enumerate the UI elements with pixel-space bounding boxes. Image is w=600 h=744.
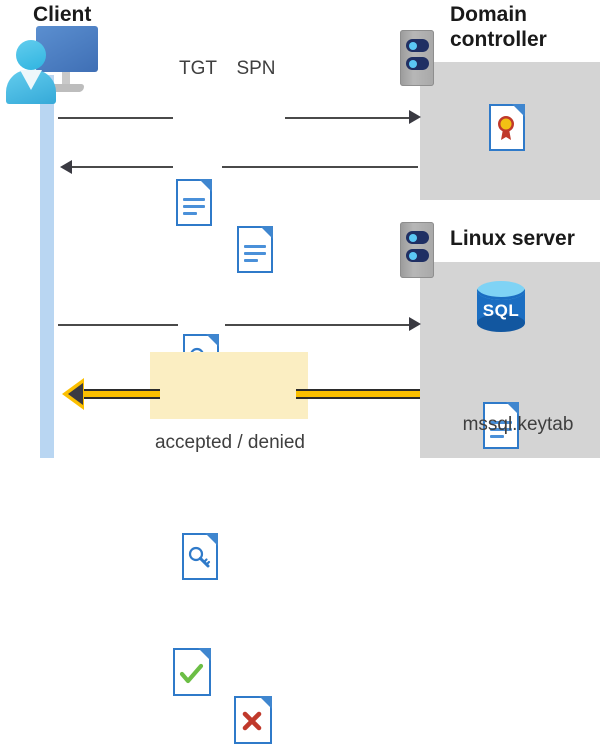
monitor-base	[48, 84, 84, 92]
flow-line-client-to-dc-a	[58, 117, 173, 119]
sql-label: SQL	[482, 301, 520, 320]
sql-database-icon: SQL	[477, 281, 525, 333]
server-rack-icon-dc	[400, 30, 434, 86]
client-title: Client	[33, 3, 92, 26]
server-led-bar	[406, 57, 429, 70]
result-arrowhead-inner	[68, 383, 83, 405]
db-cylinder-bottom	[477, 314, 525, 332]
doc-fold	[506, 402, 519, 415]
result-flow-bar-right	[296, 389, 420, 399]
tgt-label: TGT	[179, 58, 217, 79]
x-glyph	[242, 711, 262, 731]
doc-fold	[260, 226, 273, 239]
flow-line-client-to-linux-b	[225, 324, 413, 326]
certificate-seal	[498, 116, 514, 140]
flow-line-dc-to-client-b	[222, 166, 418, 168]
accepted-document-check-icon	[173, 648, 211, 696]
doc-fold	[198, 648, 211, 661]
spn-document-icon	[237, 226, 273, 273]
tgt-document-icon	[176, 179, 212, 226]
keytab-document-icon	[483, 402, 519, 449]
keytab-label: mssql.keytab	[462, 414, 574, 435]
linux-server-title: Linux server	[450, 227, 575, 250]
user-head	[16, 40, 46, 70]
certificate-document-icon	[489, 104, 525, 151]
check-glyph	[179, 663, 204, 684]
doc-fold	[206, 334, 219, 347]
arrowhead-left-client-ticket	[60, 160, 72, 174]
arrowhead-right-linux	[409, 317, 421, 331]
client-workstation-icon	[4, 26, 100, 104]
user-collar	[20, 70, 42, 90]
server-rack-icon-linux	[400, 222, 434, 278]
db-cylinder-top	[477, 281, 525, 300]
key-glyph	[188, 546, 211, 568]
monitor-neck	[62, 72, 70, 84]
spn-label: SPN	[236, 58, 276, 79]
doc-fold	[259, 696, 272, 709]
flow-line-client-to-dc-b	[285, 117, 413, 119]
diagram-canvas: Client Domain controller Linux server	[4, 3, 600, 744]
flow-line-client-to-linux-a	[58, 324, 178, 326]
server-led-bar	[406, 231, 429, 244]
denied-document-x-icon	[234, 696, 272, 744]
flow-line-dc-to-client-a	[72, 166, 173, 168]
result-highlight-box	[150, 352, 308, 419]
doc-fold	[512, 104, 525, 117]
monitor-screen	[36, 26, 98, 72]
domain-controller-title: Domain controller	[450, 3, 547, 51]
server-led-bar	[406, 39, 429, 52]
server-led-bar	[406, 249, 429, 262]
client-lifeline	[40, 75, 54, 458]
result-flow-bar-left	[84, 389, 160, 399]
result-label: accepted / denied	[154, 432, 305, 453]
doc-fold	[199, 179, 212, 192]
request-document-key-icon	[182, 533, 218, 580]
arrowhead-right-dc	[409, 110, 421, 124]
